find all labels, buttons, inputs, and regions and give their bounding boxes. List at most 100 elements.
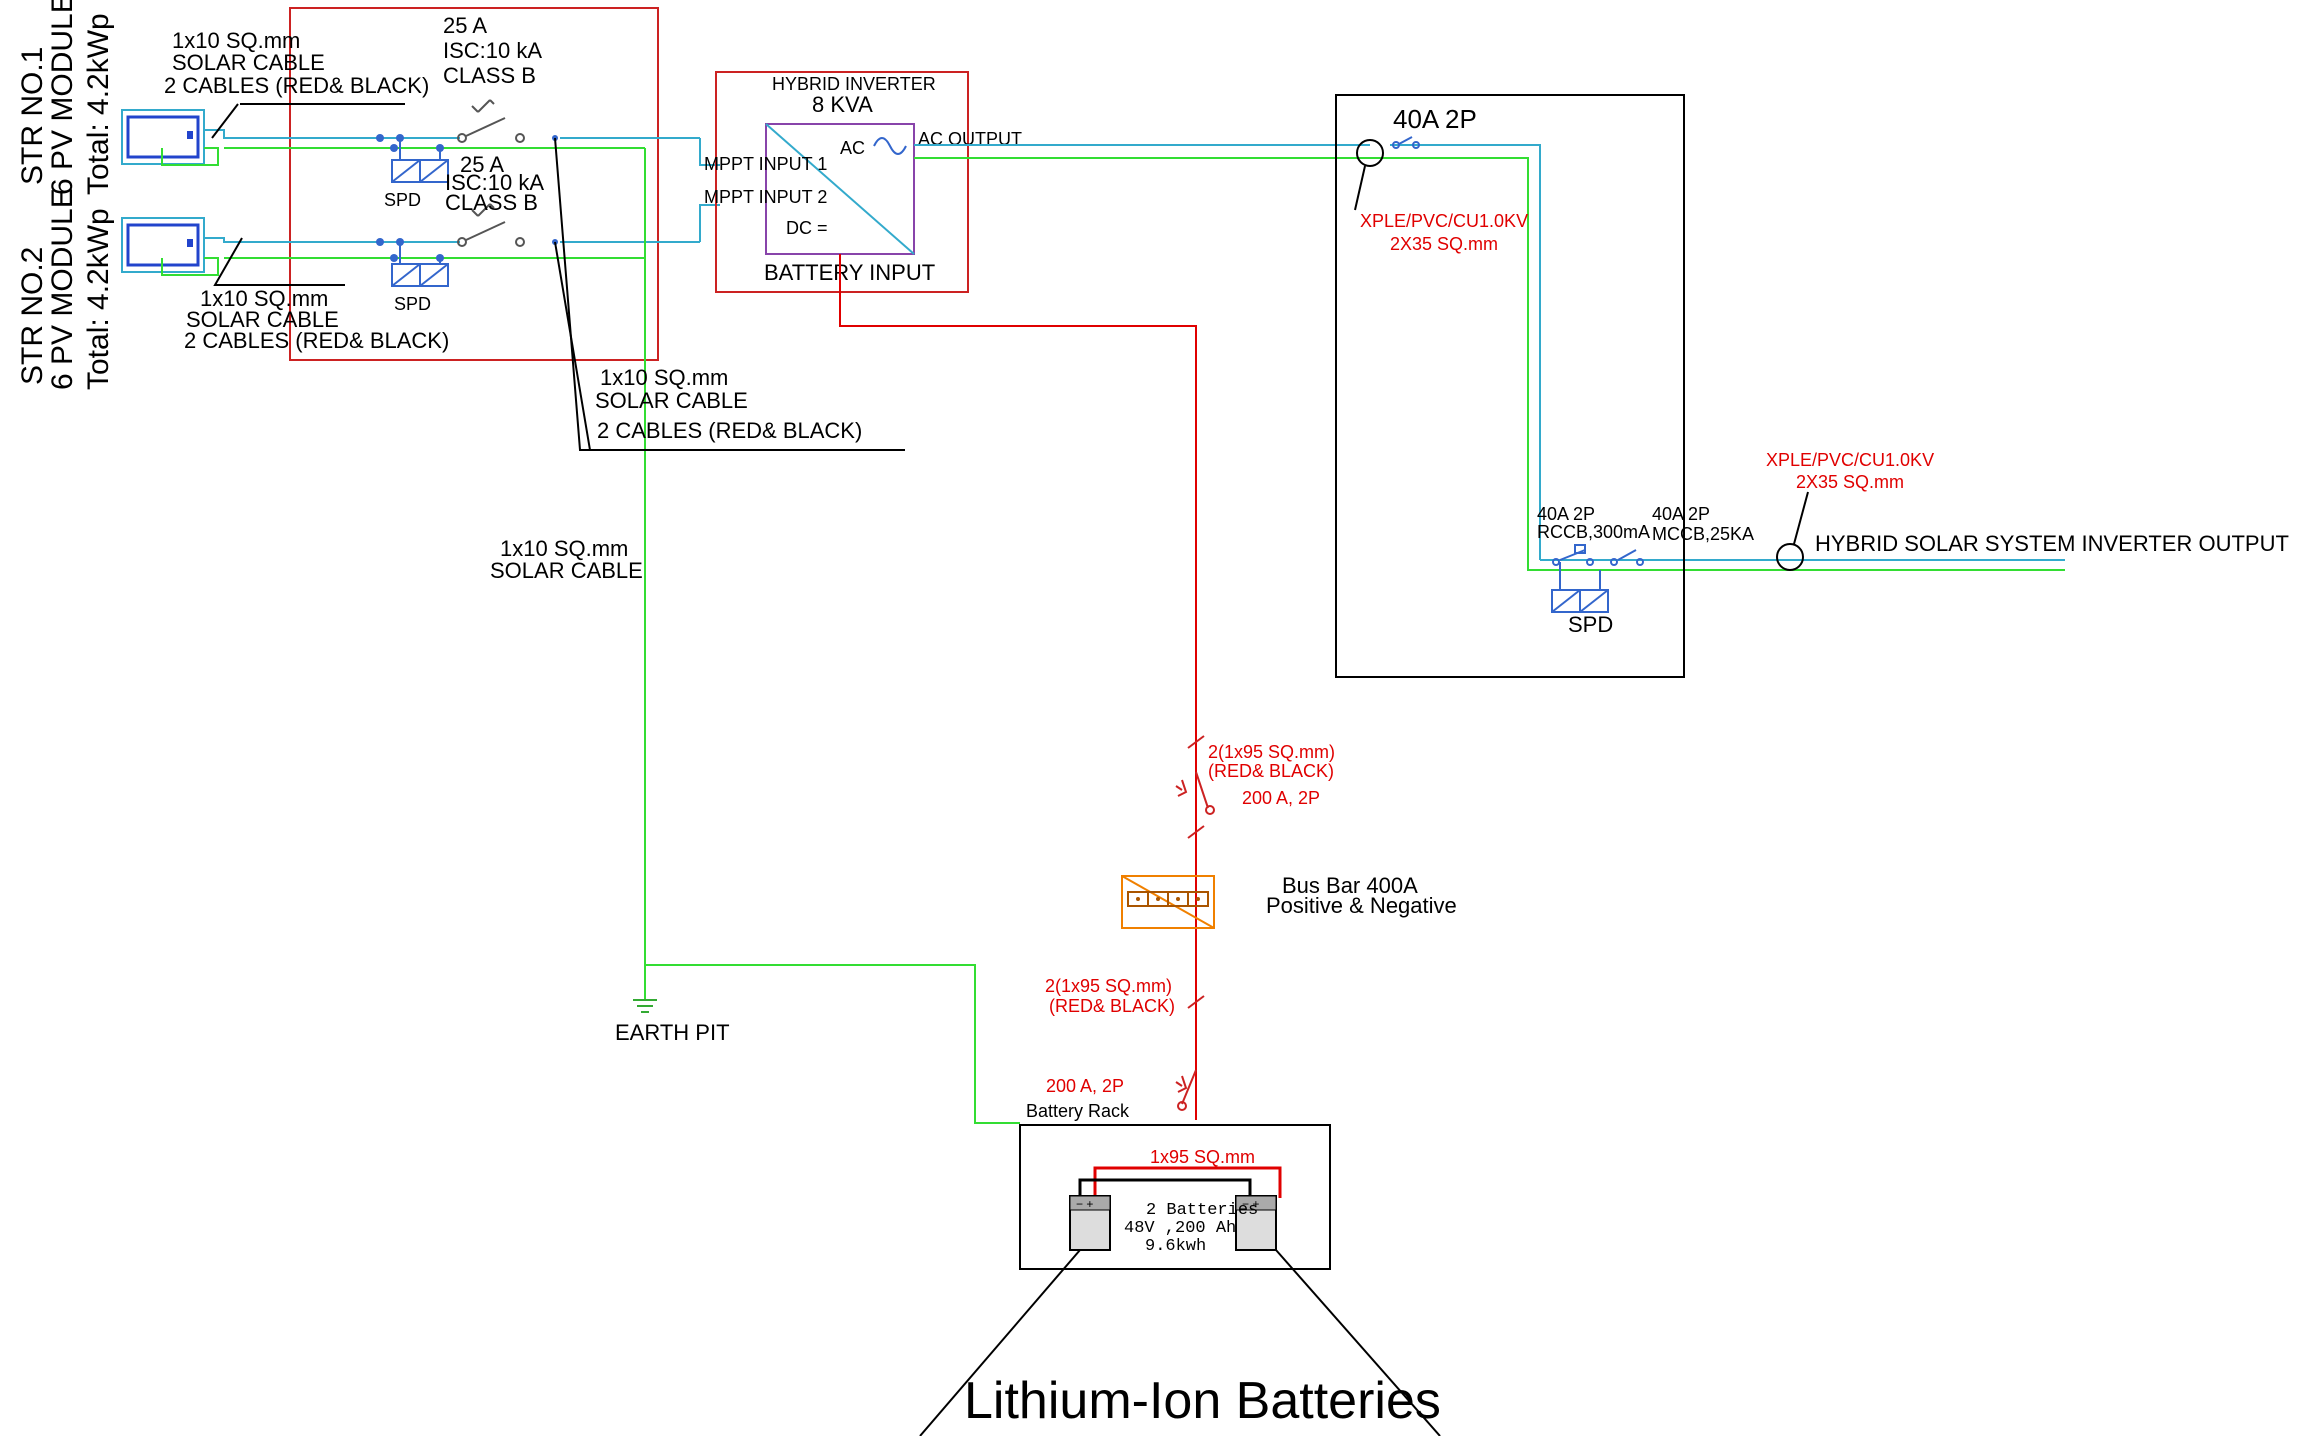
breaker2-isc: ISC:10 kA <box>445 170 544 195</box>
battery-cable-bottom-tick <box>1187 995 1205 1009</box>
ac-main-breaker-label: 40A 2P <box>1393 104 1477 134</box>
breaker1-class: CLASS B <box>443 63 536 88</box>
ac-main-cable-marker <box>1356 139 1384 167</box>
ac-spd-label: SPD <box>1568 612 1613 637</box>
cable1-leader-tick <box>211 103 239 139</box>
cable2-line3: 2 CABLES (RED& BLACK) <box>184 328 449 353</box>
str2-name: STR NO.2 <box>16 247 49 385</box>
battery-cable-top-line2: (RED& BLACK) <box>1208 761 1334 781</box>
cable3-line2: SOLAR CABLE <box>595 388 748 413</box>
breaker1-isc: ISC:10 kA <box>443 38 542 63</box>
battery-cable-top-line1: 2(1x95 SQ.mm) <box>1208 742 1335 762</box>
str1-name: STR NO.1 <box>16 47 49 185</box>
battery-spec-line1: 2 Batteries <box>1146 1201 1258 1220</box>
battery-rack <box>1019 1124 1331 1270</box>
str1-total: Total: 4.2kWp <box>82 13 115 195</box>
battery-cable-bottom-line2: (RED& BLACK) <box>1049 996 1175 1016</box>
breaker1-rating: 25 A <box>443 13 487 38</box>
rack-earth-conductor <box>645 964 1020 1124</box>
bus-bar <box>1121 875 1215 929</box>
battery-link-cable-red <box>1093 1166 1282 1198</box>
rccb-label-line1: 40A 2P <box>1537 504 1595 524</box>
battery-rack-label: Battery Rack <box>1026 1101 1130 1121</box>
battery-spec-line2: 48V ,200 Ah <box>1124 1219 1236 1238</box>
dc-combiner-box <box>289 7 659 361</box>
spd2-label: SPD <box>394 294 431 314</box>
inverter-enclosure <box>715 71 969 293</box>
breaker2-rating: 25 A <box>460 152 504 177</box>
output-cable-leader <box>1793 491 1809 545</box>
inverter-dc: DC = <box>786 218 828 238</box>
output-cable-marker <box>1776 543 1804 571</box>
ac-distribution-panel <box>1335 94 1685 678</box>
cable2-line1: 1x10 SQ.mm <box>200 286 328 311</box>
dc-breaker-2 <box>457 203 525 247</box>
lithium-ion-caption: Lithium-Ion Batteries <box>964 1372 1441 1430</box>
ac-cable1-line1: XPLE/PVC/CU1.0KV <box>1360 211 1528 231</box>
ac-sine-icon <box>873 137 907 155</box>
mccb-label-line1: 40A 2P <box>1652 504 1710 524</box>
string-1-label: STR NO.1 6 PV MODULE Total: 4.2kWp <box>16 0 115 195</box>
ac-cable2-line2: 2X35 SQ.mm <box>1796 472 1904 492</box>
string-2-label: STR NO.2 6 PV MODULE Total: 4.2kWp <box>16 188 115 390</box>
spd1-label: SPD <box>384 190 421 210</box>
dc-spd-2 <box>391 242 449 287</box>
str2-total: Total: 4.2kWp <box>82 208 115 390</box>
ac-cable1-leader <box>1354 165 1366 211</box>
inverter-ac: AC <box>840 138 865 158</box>
cable2-leader <box>213 237 345 286</box>
mppt2-label: MPPT INPUT 2 <box>704 187 827 207</box>
inverter-output-label: HYBRID SOLAR SYSTEM INVERTER OUTPUT <box>1815 531 2289 556</box>
battery-link-cable-label: 1x95 SQ.mm <box>1150 1147 1255 1167</box>
ac-cable2-line1: XPLE/PVC/CU1.0KV <box>1766 450 1934 470</box>
battery-breaker-top <box>1175 735 1215 839</box>
earth-cable-line2: SOLAR CABLE <box>490 558 643 583</box>
inverter-diagonal <box>765 123 915 255</box>
cable1-line2: SOLAR CABLE <box>172 50 325 75</box>
dc-spd-1 <box>391 138 449 183</box>
earth-cable-line1: 1x10 SQ.mm <box>500 536 628 561</box>
svg-text:− +: − + <box>1076 1197 1093 1211</box>
ac-main-breaker <box>1392 136 1420 149</box>
cable2-line2: SOLAR CABLE <box>186 307 339 332</box>
rccb-label-line2: RCCB,300mA <box>1537 522 1650 542</box>
dc-breaker-1 <box>457 99 525 143</box>
cable3-leader <box>554 137 905 451</box>
cable1-line3: 2 CABLES (RED& BLACK) <box>164 73 429 98</box>
cable1-line1: 1x10 SQ.mm <box>172 28 300 53</box>
battery-breaker-bottom-label: 200 A, 2P <box>1046 1076 1124 1096</box>
mccb-symbol <box>1610 549 1644 566</box>
battery-breaker-top-label: 200 A, 2P <box>1242 788 1320 808</box>
str2-modules: 6 PV MODULE <box>46 188 79 390</box>
cable3-line3: 2 CABLES (RED& BLACK) <box>597 418 862 443</box>
busbar-label-line1: Bus Bar 400A <box>1282 873 1418 898</box>
battery-dc-cable <box>839 254 1197 1120</box>
battery-link-cable-black <box>1078 1178 1252 1198</box>
str1-modules: 6 PV MODULE <box>46 0 79 195</box>
battery-breaker-bottom <box>1175 1069 1197 1111</box>
cable3-line1: 1x10 SQ.mm <box>600 365 728 390</box>
string-2-wiring <box>161 204 720 276</box>
caption-leader-right <box>1275 1249 1441 1436</box>
busbar-label-line2: Positive & Negative <box>1266 893 1457 918</box>
battery-2: − + <box>1235 1195 1277 1251</box>
earth-pit-label: EARTH PIT <box>615 1020 730 1045</box>
earth-symbol-icon <box>633 999 657 1013</box>
mppt1-label: MPPT INPUT 1 <box>704 154 827 174</box>
battery-spec-line3: 9.6kwh <box>1145 1237 1206 1256</box>
caption-leader-left <box>919 1249 1081 1436</box>
inverter-rating: 8 KVA <box>812 92 873 117</box>
breaker2-class: CLASS B <box>445 190 538 215</box>
mccb-label-line2: MCCB,25KA <box>1652 524 1754 544</box>
ac-cable1-line2: 2X35 SQ.mm <box>1390 234 1498 254</box>
ac-output-wiring <box>914 144 2065 571</box>
cable3-leader-2 <box>554 241 591 451</box>
string-1-wiring <box>161 129 720 166</box>
ac-spd <box>1551 562 1609 613</box>
inverter-title: HYBRID INVERTER <box>772 74 936 94</box>
svg-text:− +: − + <box>1242 1197 1259 1211</box>
battery-1: − + <box>1069 1195 1111 1251</box>
battery-input-label: BATTERY INPUT <box>764 260 935 285</box>
battery-cable-bottom-line1: 2(1x95 SQ.mm) <box>1045 976 1172 996</box>
